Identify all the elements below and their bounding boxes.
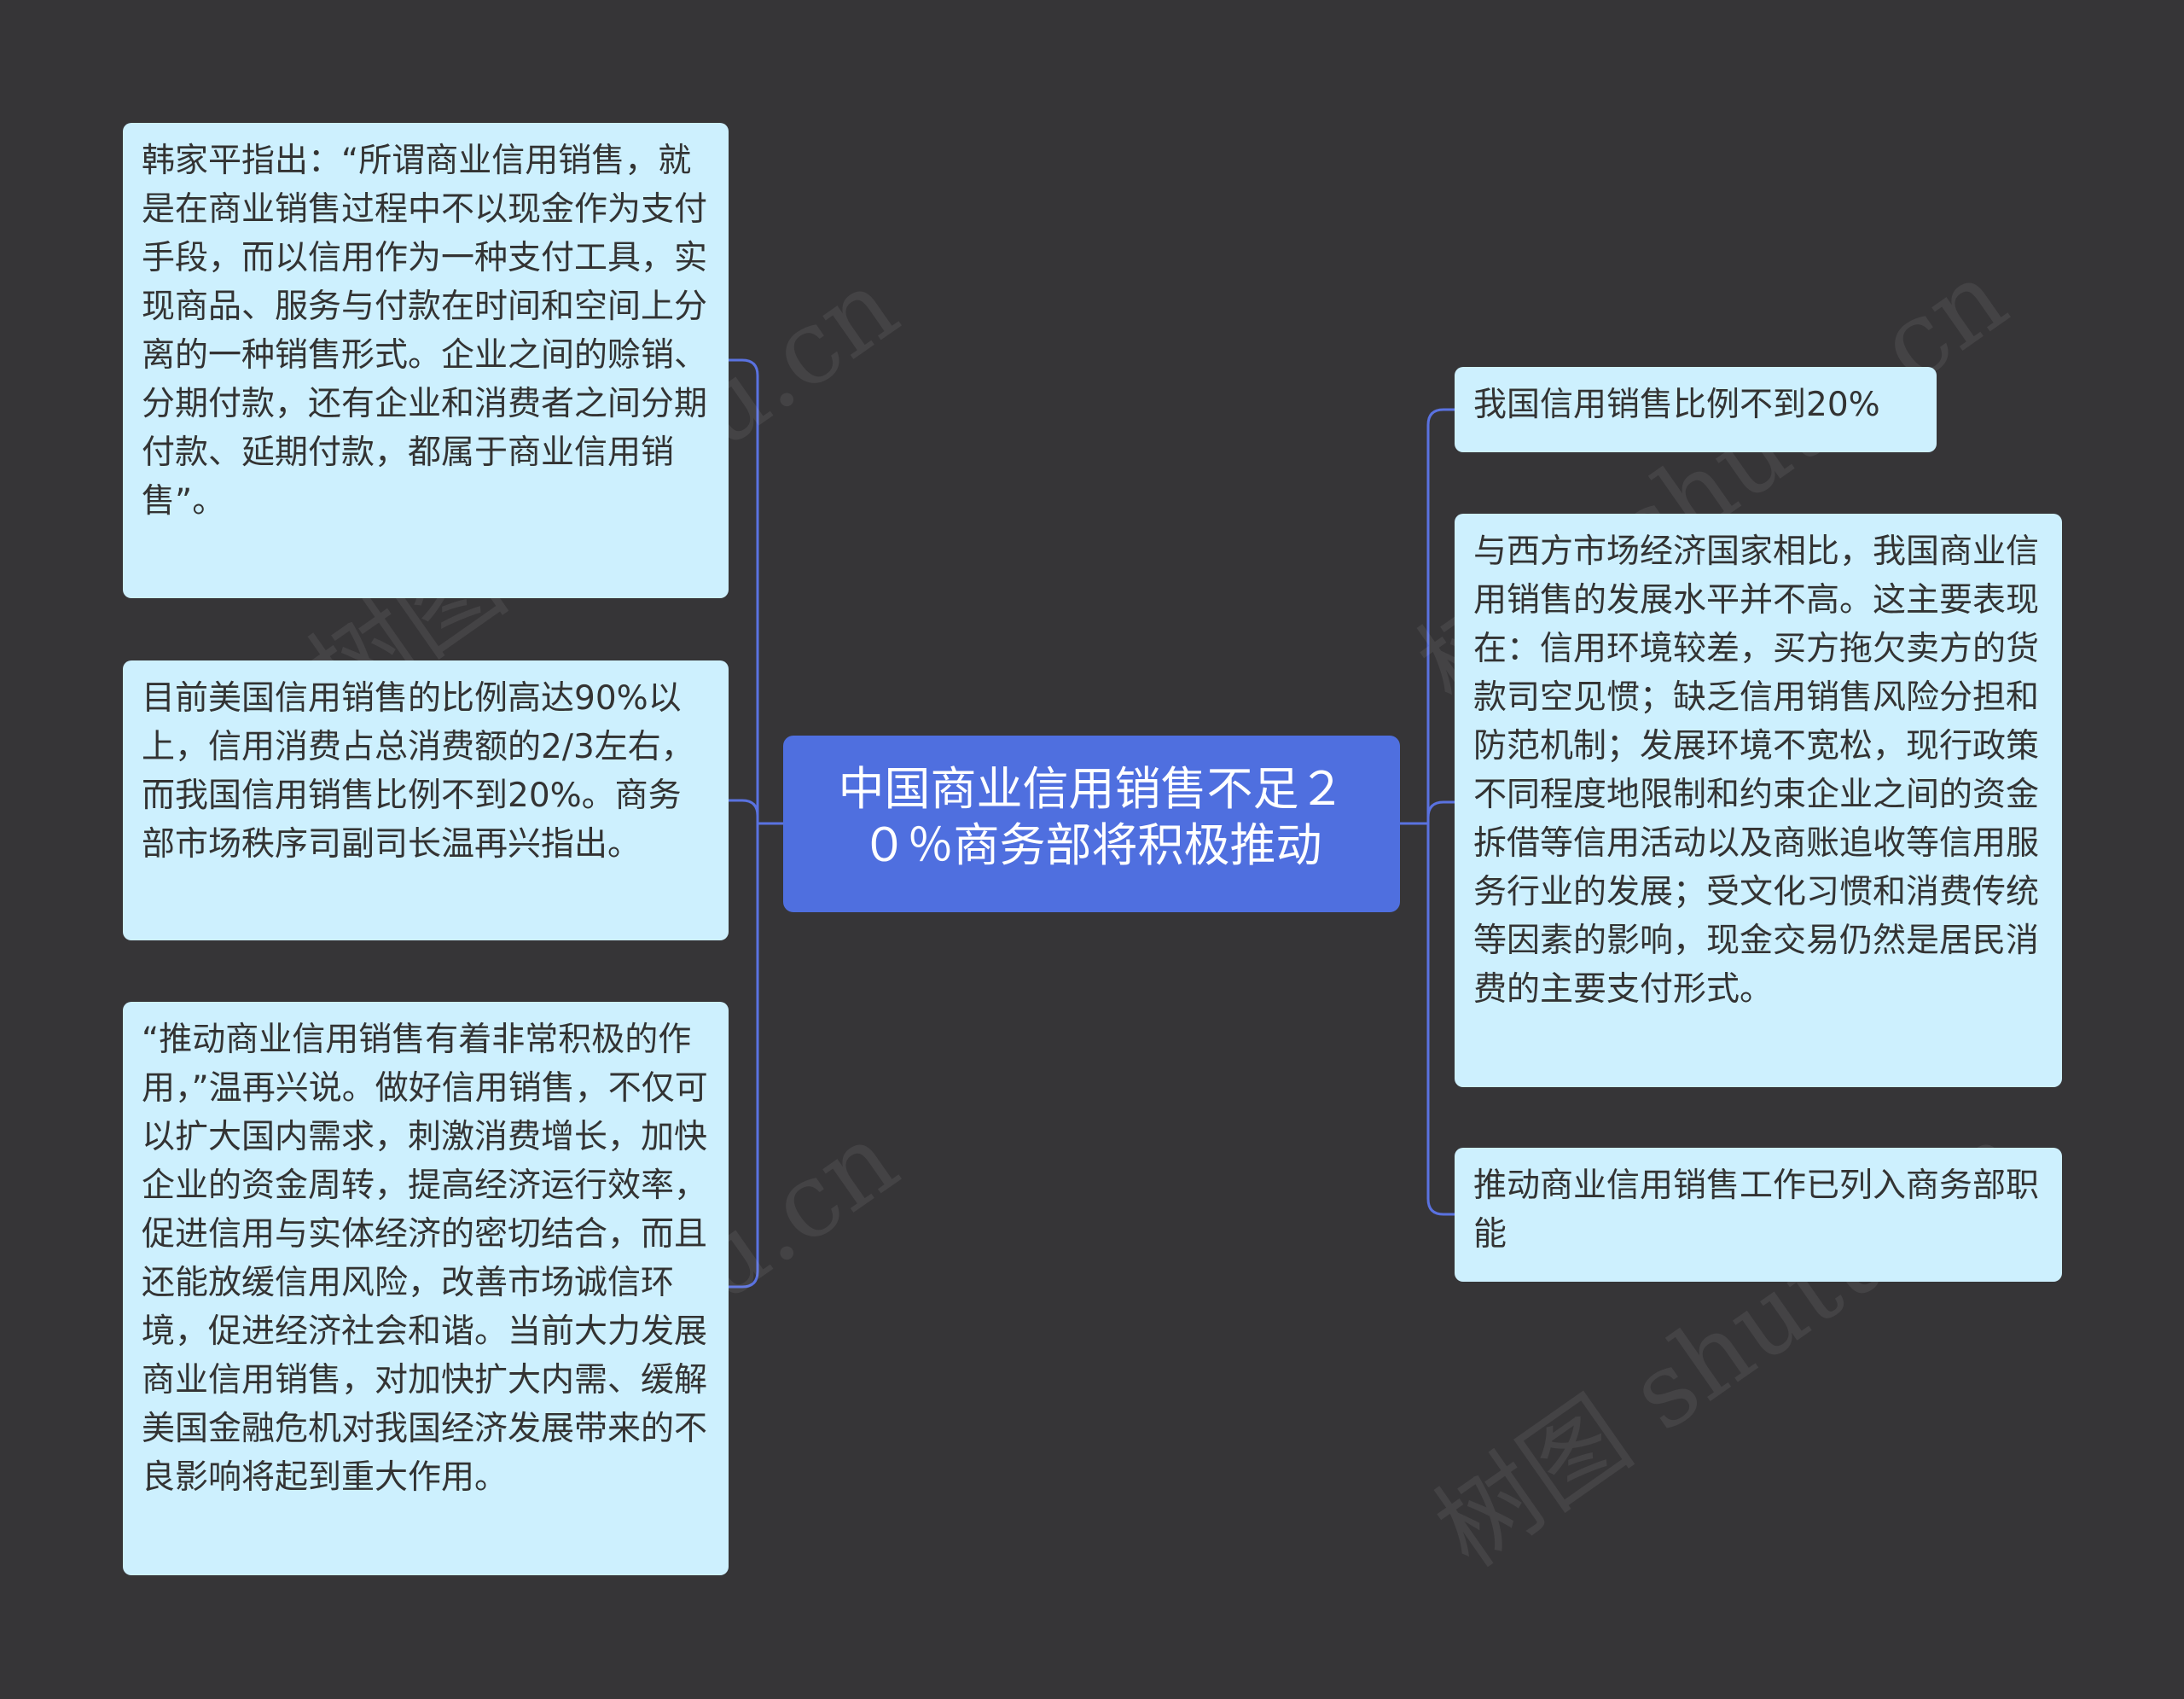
- connector-right-2: [1426, 800, 1455, 823]
- topic-text: 与西方市场经济国家相比，我国商业信用销售的发展水平并不高。这主要表现在：信用环境…: [1473, 532, 2040, 1009]
- right-topic-1[interactable]: 我国信用销售比例不到20%: [1455, 367, 1937, 452]
- root-topic-label: 中国商业信用销售不足２０％商务部将积极推动: [838, 762, 1345, 872]
- right-topic-3[interactable]: 推动商业信用销售工作已列入商务部职能: [1455, 1148, 2062, 1282]
- left-topic-3[interactable]: “推动商业信用销售有着非常积极的作用，”温再兴说。做好信用销售，不仅可以扩大国内…: [123, 1002, 729, 1575]
- connector-right-3: [1426, 823, 1455, 1216]
- topic-text: 目前美国信用销售的比例高达90%以上，信用消费占总消费额的2/3左右，而我国信用…: [142, 679, 694, 864]
- topic-text: 推动商业信用销售工作已列入商务部职能: [1473, 1167, 2040, 1254]
- topic-text: “推动商业信用销售有着非常积极的作用，”温再兴说。做好信用销售，不仅可以扩大国内…: [142, 1021, 708, 1497]
- topic-text: 韩家平指出：“所谓商业信用销售，就是在商业销售过程中不以现金作为支付手段，而以信…: [142, 142, 708, 521]
- left-topic-2[interactable]: 目前美国信用销售的比例高达90%以上，信用消费占总消费额的2/3左右，而我国信用…: [123, 660, 729, 940]
- connector-left-3: [729, 823, 759, 1289]
- root-topic[interactable]: 中国商业信用销售不足２０％商务部将积极推动: [783, 736, 1400, 912]
- connector-left-2: [729, 799, 759, 823]
- connector-right-1: [1400, 408, 1455, 825]
- topic-text: 我国信用销售比例不到20%: [1473, 386, 1880, 424]
- connector-left-1: [729, 358, 783, 825]
- right-topic-2[interactable]: 与西方市场经济国家相比，我国商业信用销售的发展水平并不高。这主要表现在：信用环境…: [1455, 514, 2062, 1087]
- left-topic-1[interactable]: 韩家平指出：“所谓商业信用销售，就是在商业销售过程中不以现金作为支付手段，而以信…: [123, 123, 729, 598]
